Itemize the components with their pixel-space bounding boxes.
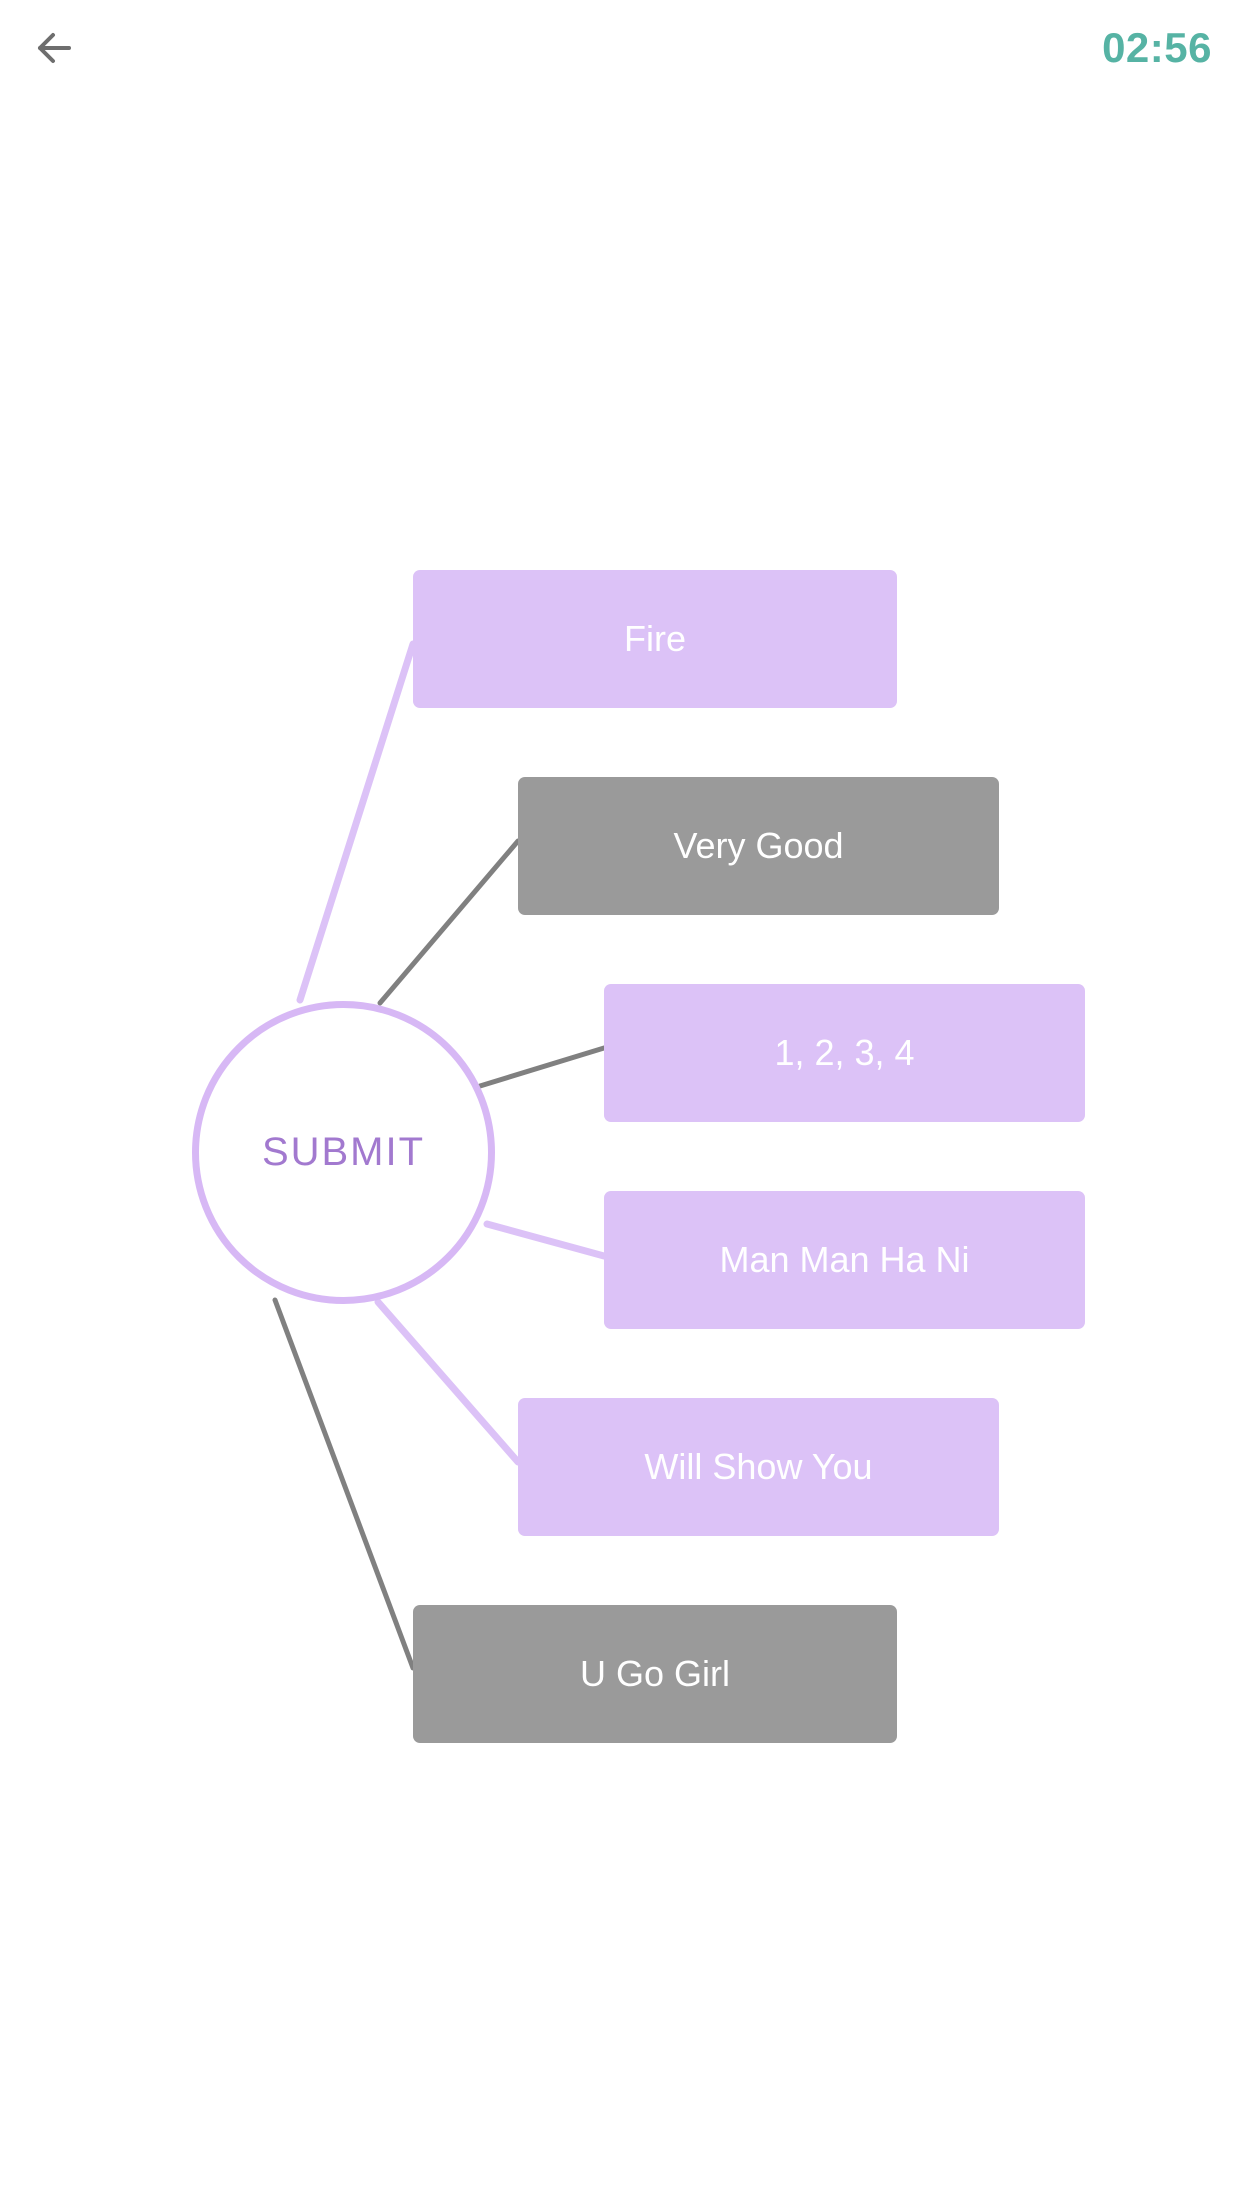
- answer-card-label: Man Man Ha Ni: [719, 1239, 970, 1280]
- answer-card-label: 1, 2, 3, 4: [774, 1032, 915, 1073]
- answer-card[interactable]: Very Good: [518, 777, 999, 915]
- answer-card-label: Very Good: [673, 825, 844, 866]
- connector-line: [377, 838, 521, 1006]
- connector-line: [477, 1045, 607, 1089]
- answer-card[interactable]: Fire: [413, 570, 897, 708]
- answer-card[interactable]: U Go Girl: [413, 1605, 897, 1743]
- arrow-left-icon: [31, 25, 77, 71]
- answer-card-label: Fire: [624, 618, 686, 659]
- answer-card[interactable]: 1, 2, 3, 4: [604, 984, 1085, 1122]
- back-button[interactable]: [14, 10, 94, 86]
- answer-card[interactable]: Will Show You: [518, 1398, 999, 1536]
- submit-button[interactable]: SUBMIT: [192, 1001, 495, 1304]
- connector-line: [272, 1297, 416, 1671]
- answer-card-label: U Go Girl: [579, 1653, 730, 1694]
- submit-label: SUBMIT: [261, 1130, 426, 1174]
- connector-line: [296, 640, 417, 1004]
- top-bar: 02:56: [0, 0, 1242, 96]
- connector-line: [483, 1220, 608, 1260]
- answer-card-label: Will Show You: [644, 1446, 873, 1487]
- countdown-timer: 02:56: [1102, 24, 1212, 71]
- connector-line: [374, 1298, 522, 1466]
- answer-card[interactable]: Man Man Ha Ni: [604, 1191, 1085, 1329]
